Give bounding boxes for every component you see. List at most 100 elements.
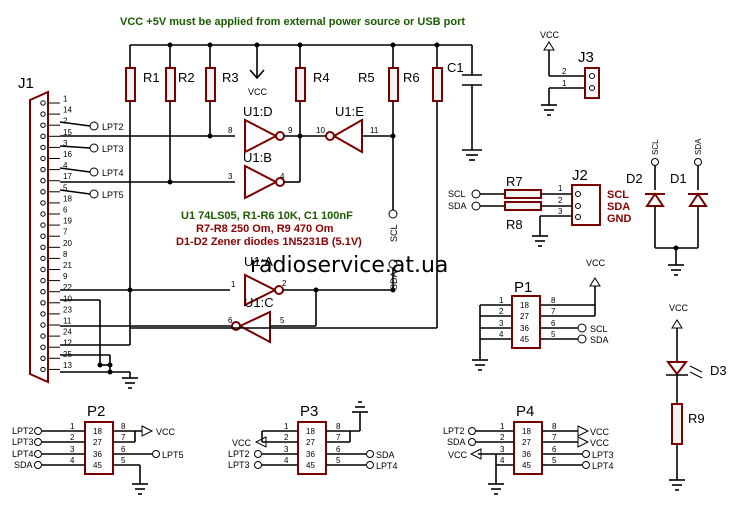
j1-pin-contact xyxy=(40,133,46,140)
svg-text:4: 4 xyxy=(284,456,289,465)
j1-pin-number: 19 xyxy=(63,217,72,226)
p3-net-lpt2: LPT2 xyxy=(228,449,250,459)
j3-label: J3 xyxy=(578,49,594,66)
gate-u1d: U1:D 8 9 xyxy=(228,104,330,154)
j1-pin-number: 14 xyxy=(63,106,72,115)
j1-wiring xyxy=(60,133,235,389)
p4-net-sda: SDA xyxy=(447,437,466,447)
p2-net-sda: SDA xyxy=(14,460,33,470)
svg-text:36: 36 xyxy=(520,324,529,333)
j1-pin-contact xyxy=(40,211,46,217)
svg-text:5: 5 xyxy=(552,456,557,465)
u1e-pin-in: 10 xyxy=(316,126,325,135)
j1-pin-number: 13 xyxy=(63,361,72,370)
header-note: VCC +5V must be applied from external po… xyxy=(120,16,465,28)
svg-text:3: 3 xyxy=(70,445,75,454)
d3-label: D3 xyxy=(710,363,727,378)
j1-pin-number: 10 xyxy=(63,294,72,303)
p4-label: P4 xyxy=(516,403,534,420)
p4-net-lpt3: LPT3 xyxy=(592,450,614,460)
j1-pin-number: 16 xyxy=(63,150,72,159)
p3-label: P3 xyxy=(300,403,318,420)
gate-u1b: U1:B 3 4 xyxy=(228,136,301,200)
j1-pin-contact xyxy=(40,266,46,273)
j1-net-lpt5: LPT5 xyxy=(102,190,124,200)
j1-pin-contact xyxy=(40,200,46,206)
p2-net-lpt5: LPT5 xyxy=(162,450,184,460)
u1d-label: U1:D xyxy=(243,104,273,119)
header-p4: P4 LPT2 SDA VCC VCC VCC LPT3 LPT4 1 2 3 xyxy=(443,403,614,495)
j1-pin-contact xyxy=(40,122,46,128)
center-scl-label: SCL xyxy=(389,224,399,242)
j1-pin-number: 3 xyxy=(63,139,68,148)
j1-pin-contact xyxy=(40,166,46,173)
svg-text:8: 8 xyxy=(121,422,126,431)
j1-pin-contact xyxy=(40,366,46,373)
j1-net-lpt3: LPT3 xyxy=(102,144,124,154)
gate-u1a: U1:A 1 2 xyxy=(231,254,393,307)
u1b-label: U1:B xyxy=(243,150,272,165)
svg-text:8: 8 xyxy=(552,422,557,431)
svg-text:2: 2 xyxy=(284,433,289,442)
p3-net-sda: SDA xyxy=(376,450,395,460)
j1-pin-contact xyxy=(40,111,46,117)
j1-pin-contact xyxy=(40,144,46,151)
resistor-r6: R6 xyxy=(388,45,443,328)
j1-pin-contact xyxy=(40,311,46,317)
svg-text:8: 8 xyxy=(336,422,341,431)
svg-text:18: 18 xyxy=(522,427,531,436)
svg-text:27: 27 xyxy=(93,438,102,447)
u1b-pin-out: 4 xyxy=(280,172,285,181)
u1c-label: U1:C xyxy=(244,295,274,310)
j1-pin-number: 17 xyxy=(63,172,72,181)
c1-label: C1 xyxy=(447,60,464,75)
j1-label: J1 xyxy=(18,75,34,92)
vcc-label-top: VCC xyxy=(248,87,268,97)
r9-label: R9 xyxy=(688,411,705,426)
p4-net-lpt4: LPT4 xyxy=(592,461,614,471)
note-line-2: R7-R8 250 Om, R9 470 Om xyxy=(196,223,334,235)
j1-pin-contact xyxy=(40,255,46,262)
j1-pin-contact xyxy=(40,178,46,184)
svg-text:36: 36 xyxy=(93,450,102,459)
svg-text:3: 3 xyxy=(500,445,505,454)
connector-j3: VCC 2 1 J3 xyxy=(540,30,600,116)
d2-label: D2 xyxy=(626,171,643,186)
p4-net-vcc-2: VCC xyxy=(590,438,610,448)
svg-text:2: 2 xyxy=(70,433,75,442)
j1-pin-number: 9 xyxy=(63,272,68,281)
svg-text:6: 6 xyxy=(552,445,557,454)
svg-text:4: 4 xyxy=(499,330,504,339)
d1-label: D1 xyxy=(670,171,687,186)
p3-net-vcc: VCC xyxy=(232,438,252,448)
u1a-label: U1:A xyxy=(244,254,273,269)
j2-in-sda: SDA xyxy=(448,201,467,211)
u1a-pin-in: 1 xyxy=(231,280,236,289)
p1-vcc-label: VCC xyxy=(586,258,606,268)
j1-pin-contact xyxy=(40,355,46,361)
p4-net-lpt2: LPT2 xyxy=(443,426,465,436)
svg-text:6: 6 xyxy=(551,319,556,328)
svg-text:3: 3 xyxy=(284,445,289,454)
u1c-pin-in: 6 xyxy=(228,316,233,325)
led-block: VCC D3 R9 xyxy=(666,303,727,491)
header-p3: P3 VCC LPT2 LPT3 SDA LPT4 1 2 3 4 18 27 xyxy=(228,401,398,475)
j1-pin-number: 1 xyxy=(63,95,68,104)
j1-net-lpt4: LPT4 xyxy=(102,168,124,178)
j1-pin-number: 8 xyxy=(63,250,68,259)
svg-text:18: 18 xyxy=(306,427,315,436)
j1-pin-contact xyxy=(40,300,46,306)
j1-pin-contact xyxy=(40,333,46,339)
r2-label: R2 xyxy=(178,70,195,85)
top-rail xyxy=(130,42,473,150)
svg-text:6: 6 xyxy=(121,445,126,454)
p2-pin-labels: 1 2 3 4 18 27 36 45 8 7 6 5 xyxy=(70,422,126,470)
p2-label: P2 xyxy=(87,403,105,420)
r8-label: R8 xyxy=(506,217,523,232)
svg-text:45: 45 xyxy=(520,335,529,344)
p1-pin-labels: 1 2 3 4 18 27 36 45 8 7 6 5 xyxy=(499,296,556,344)
gate-u1c: U1:C 6 5 xyxy=(228,287,319,344)
svg-text:2: 2 xyxy=(500,433,505,442)
j2-label-gnd: GND xyxy=(607,213,632,225)
